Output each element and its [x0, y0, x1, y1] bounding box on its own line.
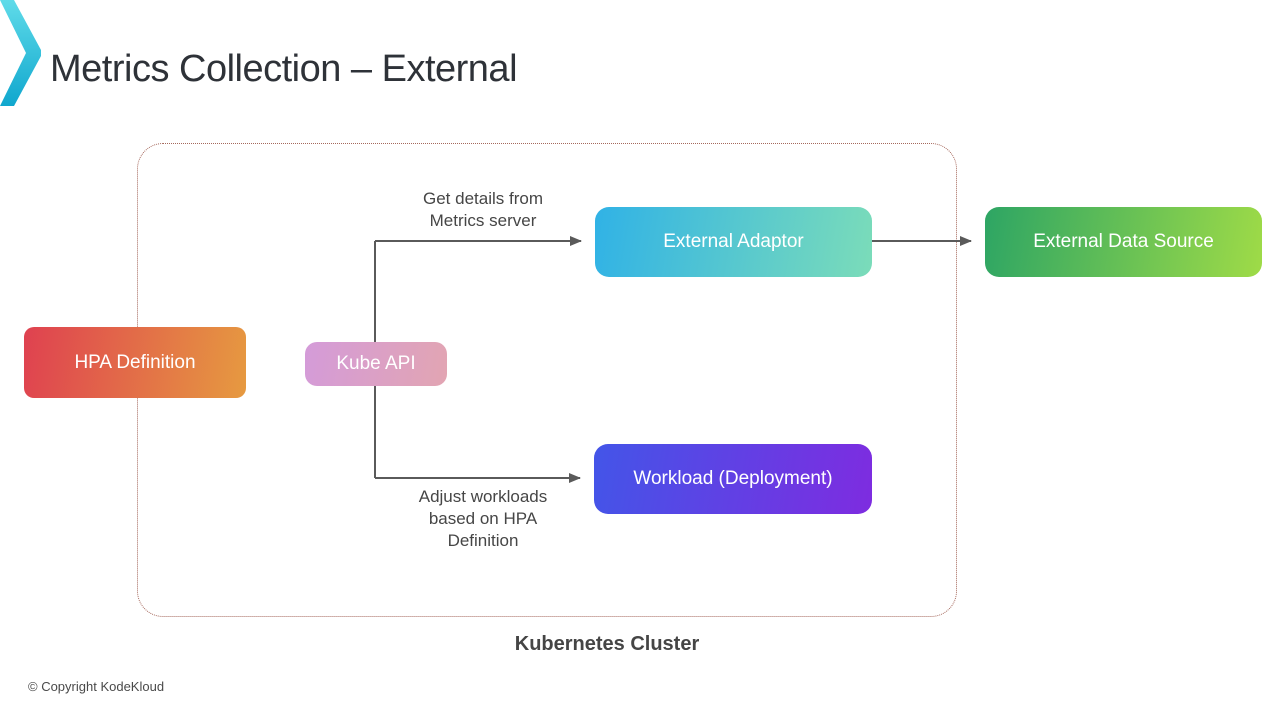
- node-external-adaptor: External Adaptor: [595, 207, 872, 277]
- node-external-data-source-label: External Data Source: [1033, 231, 1214, 252]
- node-workload-deployment: Workload (Deployment): [594, 444, 872, 514]
- page-title: Metrics Collection – External: [50, 48, 518, 90]
- kodekloud-chevron-logo-icon: [0, 0, 41, 106]
- node-kube-api-label: Kube API: [336, 353, 416, 374]
- node-hpa-definition: HPA Definition: [24, 327, 246, 398]
- node-hpa-definition-label: HPA Definition: [74, 351, 196, 373]
- annotation-get-details-from-metrics-server: Get details from Metrics server: [423, 189, 543, 230]
- node-external-data-source: External Data Source: [985, 207, 1262, 277]
- copyright-notice: © Copyright KodeKloud: [28, 679, 165, 694]
- kubernetes-cluster-label: Kubernetes Cluster: [514, 633, 700, 655]
- node-kube-api: Kube API: [305, 342, 447, 386]
- node-external-adaptor-label: External Adaptor: [663, 231, 804, 252]
- annotation-adjust-workloads: Adjust workloads based on HPA Definition: [418, 487, 548, 550]
- node-workload-deployment-label: Workload (Deployment): [633, 468, 833, 489]
